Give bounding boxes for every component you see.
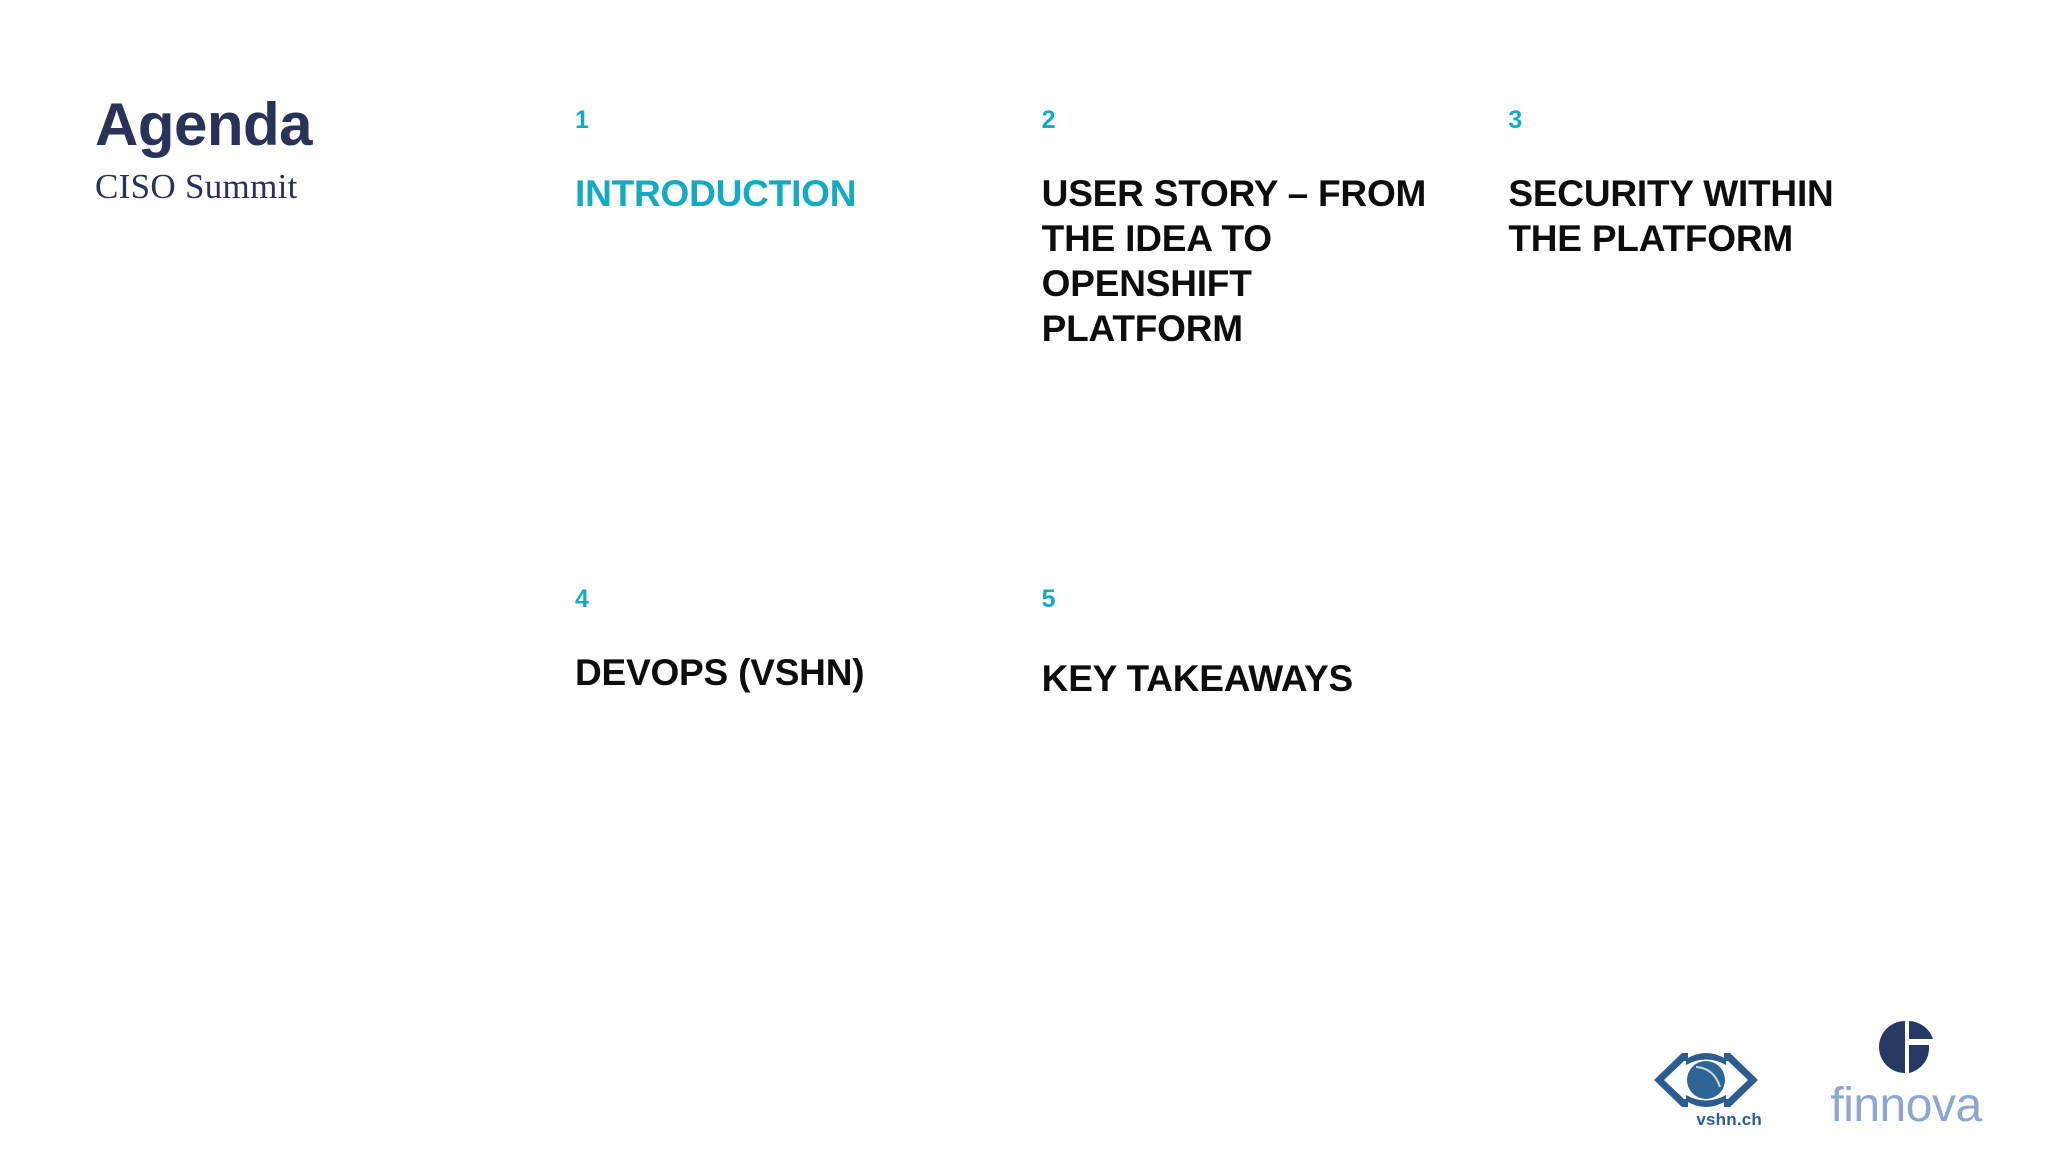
agenda-item-key-takeaways[interactable]: 5 KEY TAKEAWAYS <box>1041 584 1509 701</box>
agenda-item-label: KEY TAKEAWAYS <box>1041 657 1354 699</box>
finnova-logo: finnova <box>1826 1019 1986 1130</box>
agenda-item-devops[interactable]: 4 DEVOPS (VSHN) <box>575 584 1042 695</box>
vshn-wordmark: vshn.ch <box>1696 1110 1762 1129</box>
eye-icon <box>1652 1049 1760 1116</box>
agenda-item-introduction[interactable]: 1 INTRODUCTION <box>575 108 1042 216</box>
page-subtitle: CISO Summit <box>95 167 298 206</box>
agenda-item-number: 5 <box>1041 584 1056 613</box>
agenda-item-security-within-the-platform[interactable]: 3 SECURITY WITHIN THE PLATFORM <box>1508 108 1975 261</box>
agenda-list: 1 INTRODUCTION 2 USER STORY – FROM THE I… <box>575 108 1975 701</box>
agenda-item-label: INTRODUCTION <box>575 173 857 214</box>
agenda-item-number: 3 <box>1508 106 1523 134</box>
agenda-row: 1 INTRODUCTION 2 USER STORY – FROM THE I… <box>575 108 1975 352</box>
agenda-item-number: 1 <box>575 106 589 134</box>
agenda-item-number: 2 <box>1041 106 1056 134</box>
agenda-item-label: SECURITY WITHIN THE PLATFORM <box>1508 173 1834 260</box>
finnova-mark-icon <box>1877 1019 1935 1080</box>
vshn-logo: vshn.ch <box>1646 1049 1766 1130</box>
agenda-row: 4 DEVOPS (VSHN) 5 KEY TAKEAWAYS <box>575 584 1975 701</box>
logo-bar: vshn.ch finnova <box>1646 1019 1986 1130</box>
title-block: Agenda CISO Summit <box>95 91 515 206</box>
agenda-item-number: 4 <box>575 584 589 613</box>
agenda-item-label: DEVOPS (VSHN) <box>575 651 865 693</box>
page-title: Agenda <box>95 91 313 158</box>
finnova-wordmark: finnova <box>1830 1079 1982 1132</box>
agenda-item-user-story[interactable]: 2 USER STORY – FROM THE IDEA TO OPENSHIF… <box>1042 108 1509 352</box>
agenda-item-label: USER STORY – FROM THE IDEA TO OPENSHIFT … <box>1041 173 1427 350</box>
